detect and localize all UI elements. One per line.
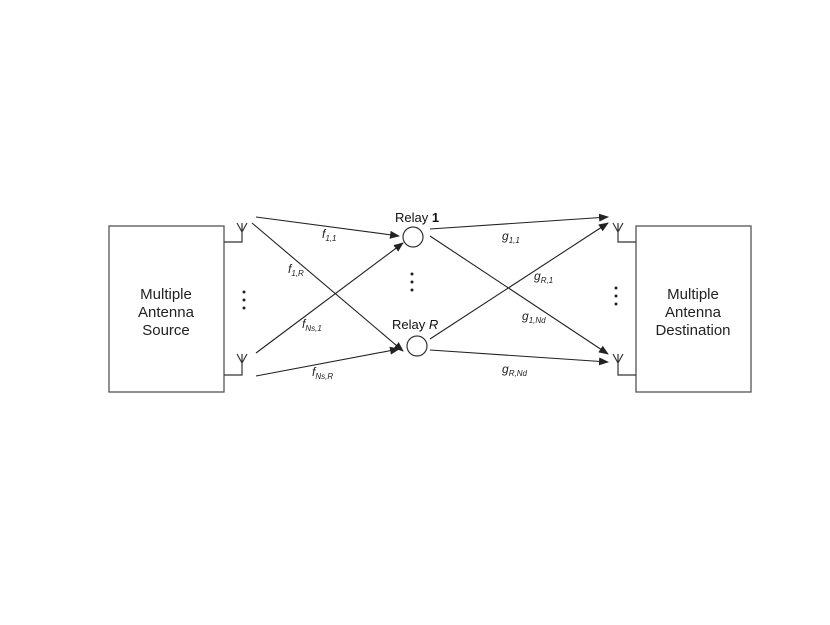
link-g11 <box>429 213 609 230</box>
source-label-line3: Source <box>142 322 190 339</box>
destination-label-line2: Antenna <box>665 304 722 321</box>
destination-antenna-top-feed <box>617 232 636 243</box>
antenna-icon <box>236 353 248 364</box>
source-antenna-top-feed <box>224 232 243 243</box>
source-antenna-bottom-feed <box>224 363 243 376</box>
link-gRNd <box>429 349 609 366</box>
gain-gR1: gR,1 <box>534 269 553 285</box>
link-fNsR <box>255 346 400 377</box>
relay-1-node <box>402 226 424 248</box>
destination-antenna-ellipsis <box>614 286 618 306</box>
relay-R-node <box>406 335 428 357</box>
source-antenna-top <box>224 222 248 243</box>
antenna-icon <box>612 222 624 233</box>
gain-fNsR: fNs,R <box>312 365 333 381</box>
gain-f1R: f1,R <box>288 262 304 278</box>
antenna-icon <box>236 222 248 233</box>
destination-label-line3: Destination <box>655 322 730 339</box>
source-label-line2: Antenna <box>138 304 195 321</box>
source-label-line1: Multiple <box>140 286 192 303</box>
link-fNs1 <box>255 242 404 354</box>
gain-g11: g1,1 <box>502 229 520 245</box>
gain-fNs1: fNs,1 <box>302 317 322 333</box>
relay-1-label: Relay 1 <box>395 210 439 225</box>
antenna-icon <box>612 353 624 364</box>
gain-g1Nd: g1,Nd <box>522 309 546 325</box>
destination-antenna-bottom <box>612 353 636 376</box>
source-antenna-bottom <box>224 353 248 376</box>
link-gR1 <box>429 222 609 340</box>
source-box <box>108 225 225 393</box>
link-f1R <box>251 222 404 352</box>
link-g1Nd <box>429 235 609 355</box>
gain-f11: f1,1 <box>322 227 336 243</box>
link-f11 <box>255 216 400 239</box>
destination-label-line1: Multiple <box>667 286 719 303</box>
source-block: Multiple Antenna Source <box>108 225 225 393</box>
destination-antenna-top <box>612 222 636 243</box>
destination-box <box>635 225 752 393</box>
relay-ellipsis <box>410 272 414 292</box>
relay-R-label: Relay R <box>392 317 438 332</box>
source-antenna-ellipsis <box>242 290 246 310</box>
destination-block: Multiple Antenna Destination <box>635 225 752 393</box>
destination-antenna-bottom-feed <box>617 363 636 376</box>
gain-gRNd: gR,Nd <box>502 362 527 378</box>
